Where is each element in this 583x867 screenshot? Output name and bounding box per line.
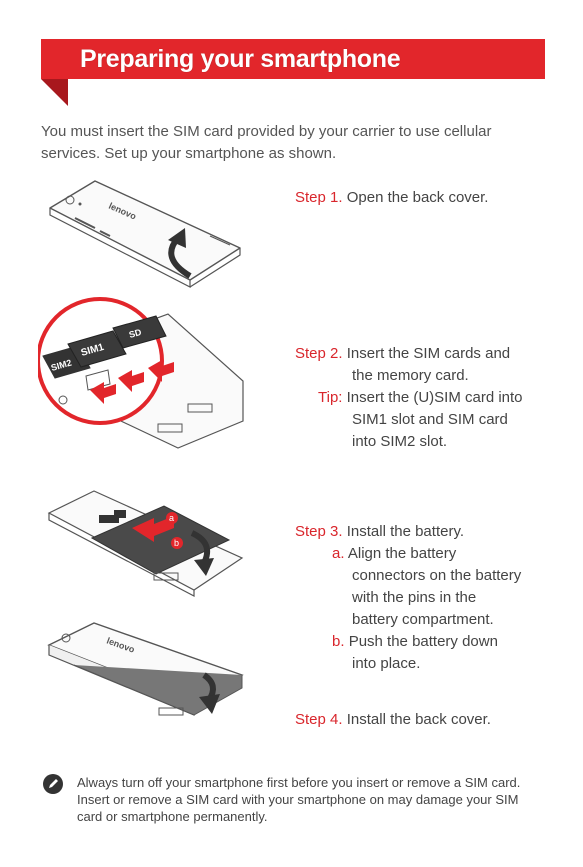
page-title: Preparing your smartphone [80,45,400,74]
step-2-label: Step 2. [295,345,343,362]
step-3b-label: b. [332,633,345,650]
step-3a-text-1: Align the battery [348,545,456,562]
step-3a-text-4: battery compartment. [295,609,521,631]
intro-text: You must insert the SIM card provided by… [41,121,541,165]
step-2: Step 2. Insert the SIM cards and the mem… [295,343,523,453]
warning-note: Always turn off your smartphone first be… [77,774,547,825]
step-3b-text-2: into place. [295,653,521,675]
pencil-note-icon [42,773,64,795]
step-3b-text-1: Push the battery down [349,633,498,650]
step-1-text: Open the back cover. [347,189,489,206]
illustration-insert-sim: SIM2 SIM1 SD [38,296,248,456]
step-1: Step 1. Open the back cover. [295,187,488,209]
step-1-label: Step 1. [295,189,343,206]
step-4-label: Step 4. [295,711,343,728]
step-3a-label: a. [332,545,345,562]
banner-fold [41,79,68,106]
step-3a-text-2: connectors on the battery [295,565,521,587]
tip-text-1: Insert the (U)SIM card into [347,389,523,406]
step-3a-text-3: with the pins in the [295,587,521,609]
illustration-install-cover: lenovo [44,620,244,730]
illustration-open-cover: lenovo [40,178,250,288]
step-4: Step 4. Install the back cover. [295,709,491,731]
step-4-text: Install the back cover. [347,711,491,728]
tip-label: Tip: [318,389,342,406]
illustration-install-battery: a b [44,488,244,598]
marker-a: a [169,513,174,523]
step-2-text-1: Insert the SIM cards and [347,345,510,362]
step-3: Step 3. Install the battery. a. Align th… [295,521,521,675]
step-3-text: Install the battery. [347,523,464,540]
tip-text-3: into SIM2 slot. [295,431,523,453]
marker-b: b [174,538,179,548]
tip-text-2: SIM1 slot and SIM card [295,409,523,431]
step-2-text-2: the memory card. [295,365,523,387]
step-3-label: Step 3. [295,523,343,540]
